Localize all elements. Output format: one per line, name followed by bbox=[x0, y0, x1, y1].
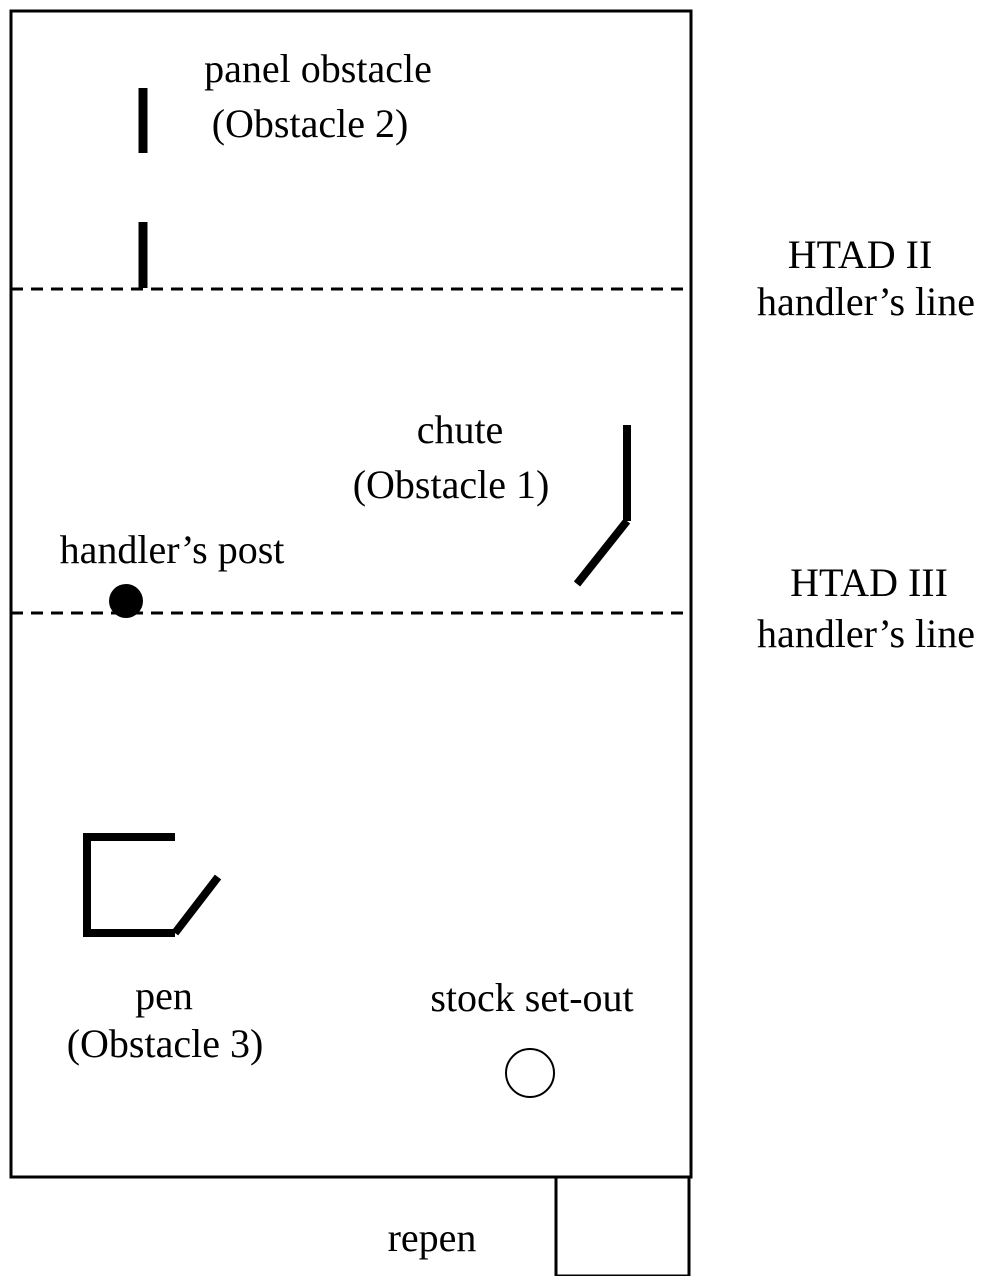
panel-obstacle-sublabel: (Obstacle 2) bbox=[212, 101, 409, 146]
htad-iii-label: HTAD III bbox=[790, 560, 948, 605]
chute-sublabel: (Obstacle 1) bbox=[353, 462, 550, 507]
panel-obstacle-label: panel obstacle bbox=[204, 46, 432, 91]
arena-boundary bbox=[9, 9, 693, 1179]
chute-label: chute bbox=[417, 407, 504, 452]
handlers-post-marker bbox=[109, 584, 143, 618]
pen-obstacle bbox=[83, 833, 222, 937]
repen-label: repen bbox=[388, 1215, 477, 1260]
chute-obstacle bbox=[573, 425, 631, 587]
pen-sublabel: (Obstacle 3) bbox=[67, 1021, 264, 1066]
htad-ii-sublabel: handler’s line bbox=[757, 279, 975, 324]
stock-setout-label: stock set-out bbox=[430, 975, 633, 1020]
htad-iii-sublabel: handler’s line bbox=[757, 611, 975, 656]
repen-enclosure bbox=[554, 1177, 691, 1276]
stock-setout-marker bbox=[505, 1048, 555, 1098]
pen-label: pen bbox=[135, 973, 193, 1018]
htad-ii-label: HTAD II bbox=[788, 232, 933, 277]
handlers-post-label: handler’s post bbox=[60, 527, 285, 572]
